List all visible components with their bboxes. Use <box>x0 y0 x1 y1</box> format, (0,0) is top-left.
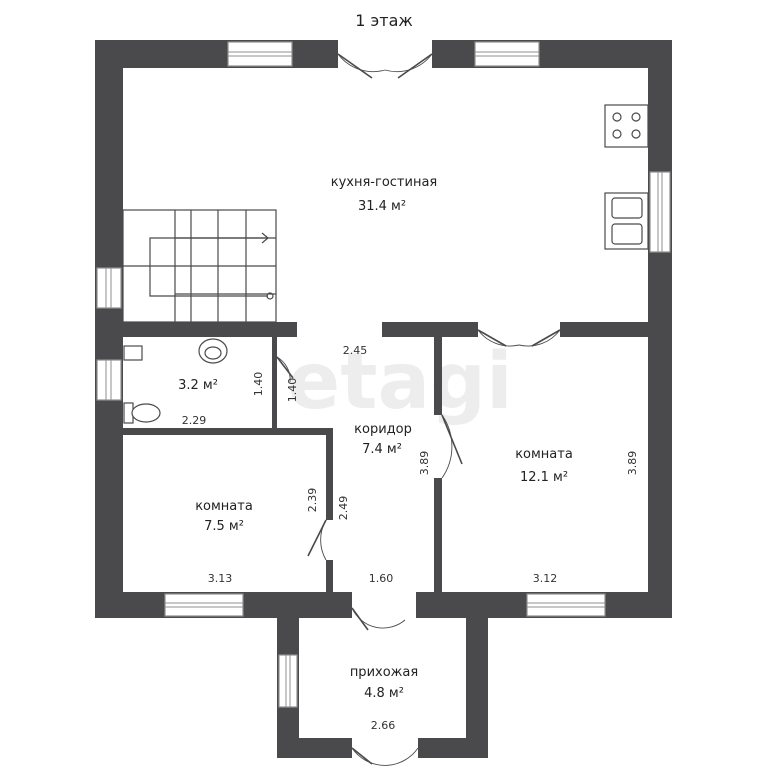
door-kitchen-top <box>337 53 433 79</box>
door-bathroom <box>276 356 294 383</box>
dim-corridor-bottom: 1.60 <box>369 572 394 585</box>
interior-walls <box>123 322 648 592</box>
room-name-kitchen: кухня-гостиная <box>331 175 438 190</box>
window-bottom-left <box>164 593 244 617</box>
dim-bedroom-right-left: 3.89 <box>418 451 431 476</box>
door-kitchen-bedroom <box>477 329 561 347</box>
door-bedroom-right <box>441 414 463 479</box>
staircase <box>122 209 277 323</box>
door-bedroom-left <box>307 519 327 561</box>
window-top-left <box>227 41 293 67</box>
door-hall <box>351 607 406 631</box>
room-area-bathroom: 3.2 м² <box>178 378 218 393</box>
window-top-right <box>474 41 540 67</box>
sink-icon <box>604 192 649 250</box>
room-name-bedroom-left: комната <box>195 499 253 514</box>
watermark: etagi <box>287 337 512 427</box>
room-name-corridor: коридор <box>354 422 412 437</box>
windows <box>96 41 671 708</box>
dim-corridor-left-upper: 1.40 <box>286 378 299 403</box>
room-area-bedroom-left: 7.5 м² <box>204 519 244 534</box>
room-area-corridor: 7.4 м² <box>362 442 402 457</box>
dim-bedroom-right-bottom: 3.12 <box>533 572 558 585</box>
dim-bedroom-left-bottom: 3.13 <box>208 572 233 585</box>
door-entrance <box>351 747 419 766</box>
bathroom-cabinet <box>123 345 143 361</box>
dim-bath-bottom: 2.29 <box>182 414 207 427</box>
window-hall-left <box>278 654 298 708</box>
toilet-icon <box>123 402 161 424</box>
room-area-hall: 4.8 м² <box>364 686 404 701</box>
dim-bedroom-left-right: 2.39 <box>306 488 319 513</box>
window-bottom-right <box>526 593 606 617</box>
dim-bedroom-right-right: 3.89 <box>626 451 639 476</box>
window-right-kitchen <box>649 171 671 253</box>
doors <box>276 53 561 766</box>
dim-corridor-top: 2.45 <box>343 344 368 357</box>
washbasin-icon <box>198 338 228 364</box>
window-left-bath <box>96 359 122 401</box>
room-area-bedroom-right: 12.1 м² <box>520 470 568 485</box>
dim-corridor-left-lower: 2.49 <box>337 496 350 521</box>
dim-bath-right: 1.40 <box>252 372 265 397</box>
stove-icon <box>604 104 649 148</box>
plan-title: 1 этаж <box>355 11 413 30</box>
room-area-kitchen: 31.4 м² <box>358 199 406 214</box>
room-name-hall: прихожая <box>350 665 418 680</box>
room-name-bedroom-right: комната <box>515 447 573 462</box>
dim-hall-bottom: 2.66 <box>371 719 396 732</box>
window-left-stairs <box>96 267 122 309</box>
